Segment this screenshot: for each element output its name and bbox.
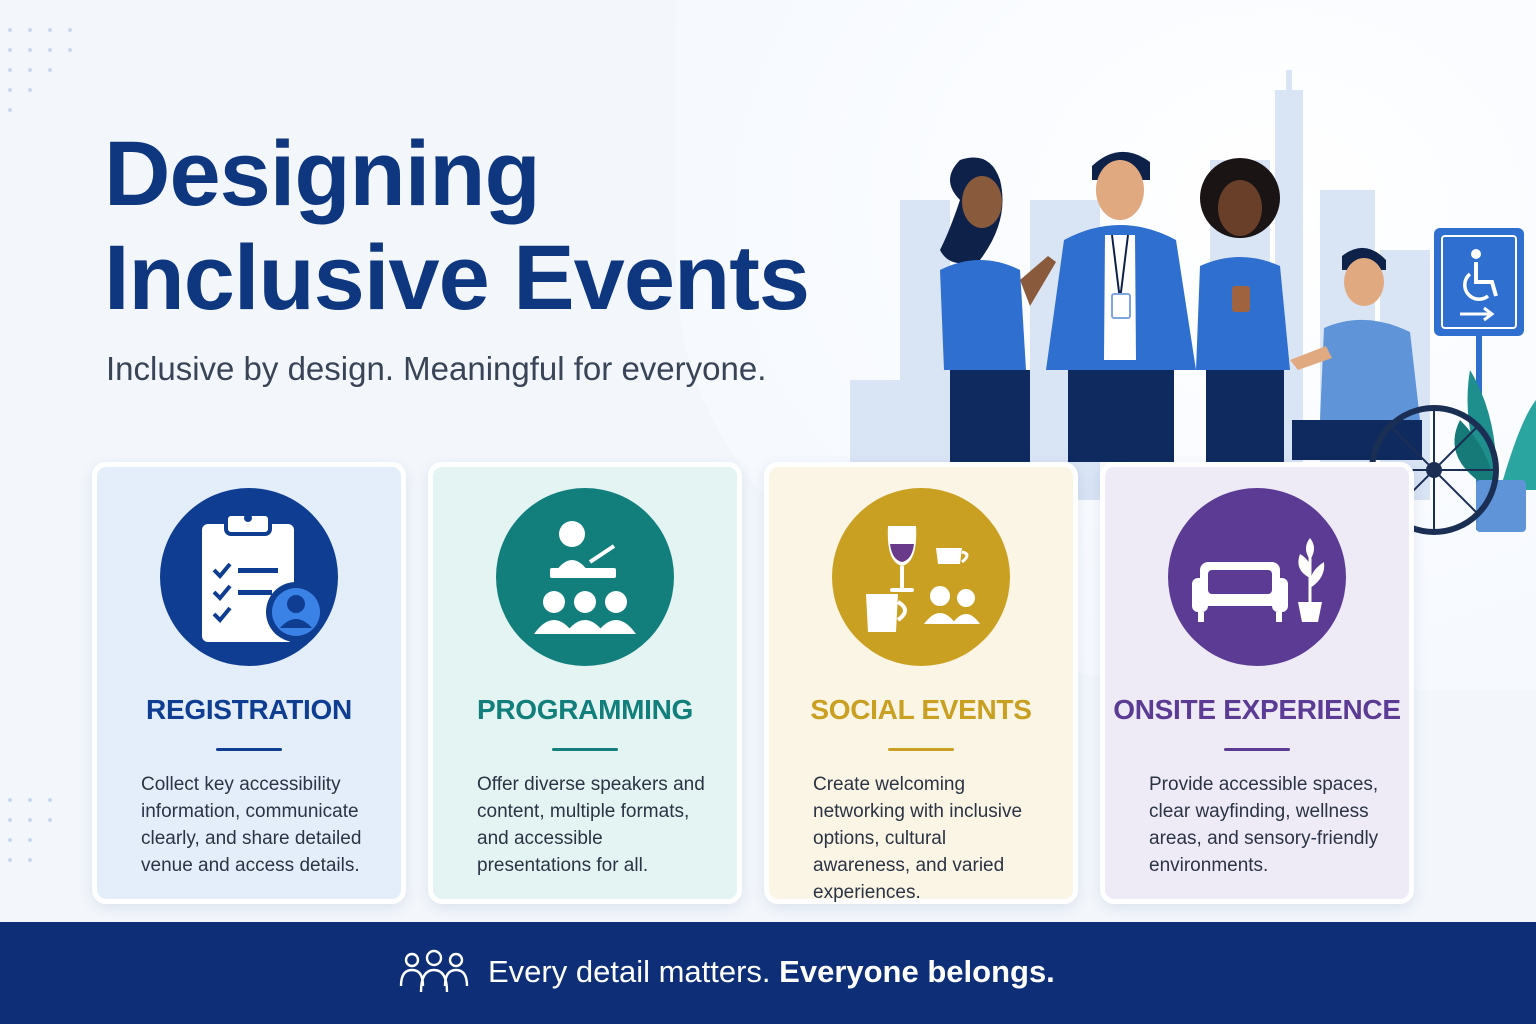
card-description: Provide accessible spaces, clear wayfind… (1149, 774, 1379, 876)
card-icon-circle (160, 488, 338, 666)
man-with-lanyard-figure (1046, 151, 1196, 462)
card-grid: REGISTRATION Collect key accessibility i… (92, 462, 1414, 908)
title-underline (888, 748, 954, 751)
clipboard-checklist-user-icon (202, 512, 326, 642)
footer-tagline: Every detail matters. Everyone belongs. (488, 954, 1055, 990)
woman-talking-figure (940, 157, 1056, 462)
sofa-and-plant-icon (1192, 538, 1325, 622)
card-registration: REGISTRATION Collect key accessibility i… (92, 462, 406, 904)
presenter-audience-icon (534, 521, 636, 634)
footer-tagline-bold: Everyone belongs. (779, 954, 1055, 989)
page-title: Designing Inclusive Events (104, 122, 810, 330)
decorative-dots (8, 28, 72, 112)
footer-tagline-regular: Every detail matters. (488, 954, 780, 989)
card-icon-circle (1168, 488, 1346, 666)
title-line-2: Inclusive Events (104, 227, 810, 329)
card-title: ONSITE EXPERIENCE (1113, 694, 1401, 725)
card-description: Offer diverse speakers and content, mult… (477, 774, 705, 876)
card-description: Create welcoming networking with inclusi… (813, 774, 1023, 903)
page-subtitle: Inclusive by design. Meaningful for ever… (106, 350, 767, 387)
card-onsite-experience: ONSITE EXPERIENCE Provide accessible spa… (1100, 462, 1414, 904)
group-of-people-icon (399, 949, 469, 993)
card-title: REGISTRATION (146, 694, 352, 725)
drinks-and-people-icon (866, 526, 980, 632)
footer-banner: Every detail matters. Everyone belongs. (0, 922, 1536, 1024)
card-social-events: SOCIAL EVENTS Create welcoming networkin… (764, 462, 1078, 904)
title-underline (216, 748, 282, 751)
card-programming: PROGRAMMING Offer diverse speakers and c… (428, 462, 742, 904)
title-underline (552, 748, 618, 751)
decorative-dots (8, 798, 52, 862)
people-networking-illustration (850, 70, 1536, 535)
card-title: SOCIAL EVENTS (810, 694, 1032, 725)
title-underline (1224, 748, 1290, 751)
woman-with-coffee-figure (1196, 158, 1290, 462)
card-description: Collect key accessibility information, c… (141, 774, 362, 876)
card-icon-circle (496, 488, 674, 666)
man-in-wheelchair-figure (1290, 247, 1499, 535)
title-line-1: Designing (104, 123, 541, 225)
card-icon-circle (832, 488, 1010, 666)
card-title: PROGRAMMING (476, 694, 694, 725)
